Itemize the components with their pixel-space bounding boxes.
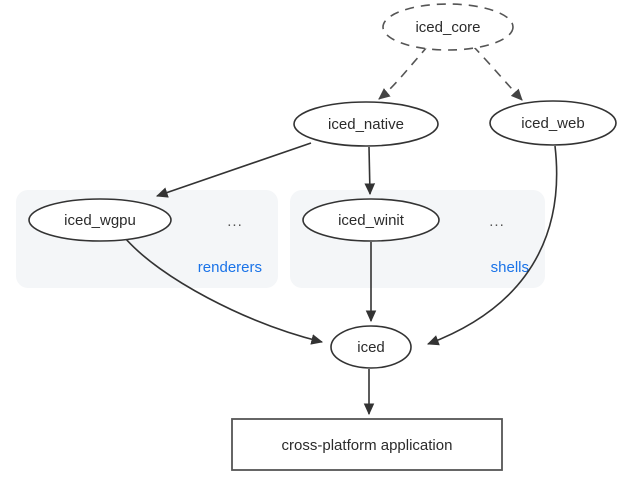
node-iced-core-label: iced_core <box>415 19 480 36</box>
node-iced-web-label: iced_web <box>521 115 584 132</box>
group-shells-label: shells <box>491 259 529 276</box>
node-iced-native-shape[interactable] <box>293 101 439 147</box>
node-iced-winit-shape[interactable] <box>302 198 440 242</box>
node-iced[interactable]: iced <box>330 325 412 369</box>
group-renderers-label: renderers <box>198 259 262 276</box>
node-iced-winit-label: iced_winit <box>338 212 405 229</box>
edge-iced-core-to-iced-web <box>472 45 523 101</box>
node-iced-shape[interactable] <box>330 325 412 369</box>
node-iced-web[interactable]: iced_web <box>489 100 617 146</box>
renderers-ellipsis-label: ... <box>227 213 243 230</box>
node-iced-core[interactable]: iced_core <box>382 3 514 51</box>
node-iced-native-label: iced_native <box>328 116 404 133</box>
shells-ellipsis-label: ... <box>489 213 505 230</box>
node-application[interactable]: cross-platform application <box>231 418 503 471</box>
node-iced-winit[interactable]: iced_winit <box>302 198 440 242</box>
edge-iced-core-to-iced-native <box>378 45 429 100</box>
edge-iced-web-to-iced <box>427 145 558 346</box>
node-application-shape[interactable] <box>231 418 503 471</box>
node-iced-label: iced <box>357 339 385 356</box>
node-iced-core-shape[interactable] <box>382 3 514 51</box>
edge-iced-native-to-iced-winit <box>364 146 376 196</box>
node-application-label: cross-platform application <box>282 437 453 454</box>
edge-iced-native-to-iced-wgpu <box>155 142 312 198</box>
node-iced-native[interactable]: iced_native <box>293 101 439 147</box>
node-iced-wgpu[interactable]: iced_wgpu <box>28 198 172 242</box>
node-iced-wgpu-shape[interactable] <box>28 198 172 242</box>
node-iced-wgpu-label: iced_wgpu <box>64 212 136 229</box>
node-iced-web-shape[interactable] <box>489 100 617 146</box>
edge-iced-wgpu-to-iced <box>124 237 324 345</box>
